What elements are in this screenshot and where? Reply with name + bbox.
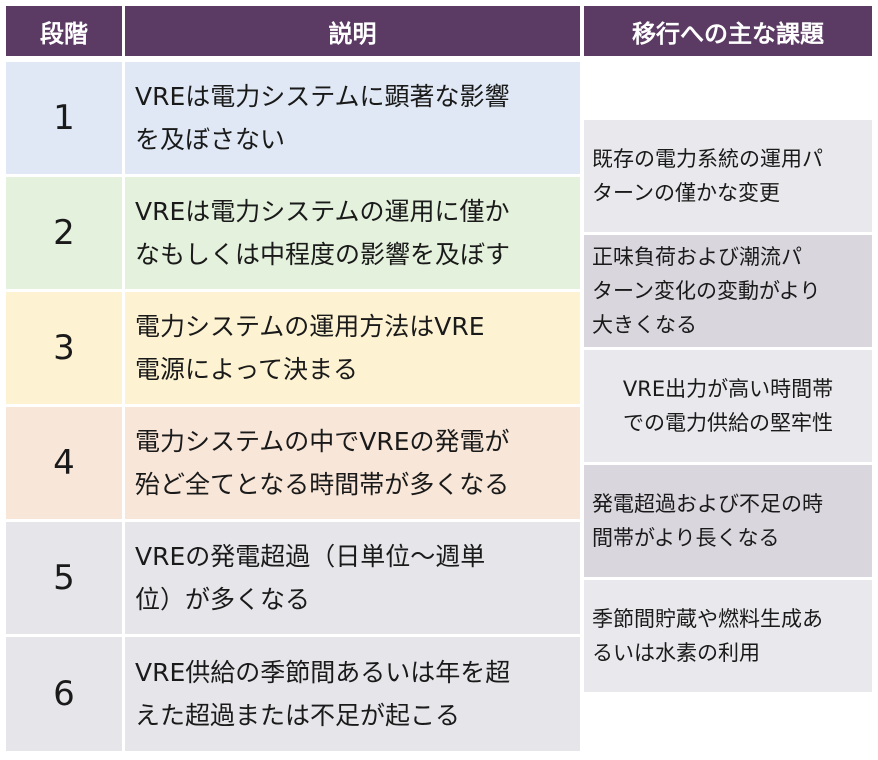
challenge-line: ターン変化の変動がより: [592, 279, 821, 303]
stage-number-6: 6: [6, 637, 122, 751]
header-description-label: 説明: [328, 19, 377, 48]
stage-number-1: 1: [6, 62, 122, 174]
header-stage: 段階: [6, 6, 122, 56]
description-line: VREの発電超過（日単位〜週単: [135, 542, 486, 571]
description-line: 電力システムの中でVREの発電が: [135, 427, 510, 456]
header-description: 説明: [125, 6, 580, 56]
header-challenges: 移行への主な課題: [584, 6, 872, 56]
description-line: VREは電力システムに顕著な影響: [135, 82, 510, 111]
challenge-line: ターンの僅かな変更: [592, 181, 780, 205]
stage-description-4: 電力システムの中でVREの発電が殆ど全てとなる時間帯が多くなる: [125, 407, 580, 519]
stage-description-1: VREは電力システムに顕著な影響を及ぼさない: [125, 62, 580, 174]
stage-number-2: 2: [6, 177, 122, 289]
challenge-line: 発電超過および不足の時: [592, 492, 823, 516]
challenge-line: での電力供給の堅牢性: [622, 411, 833, 435]
description-line: VREは電力システムの運用に僅か: [135, 197, 510, 226]
description-line: VRE供給の季節間あるいは年を超: [135, 658, 511, 687]
description-line: を及ぼさない: [135, 125, 286, 154]
challenge-1: 既存の電力系統の運用パターンの僅かな変更: [584, 120, 872, 232]
description-line: 位）が多くなる: [135, 585, 311, 614]
stage-description-6: VRE供給の季節間あるいは年を超えた超過または不足が起こる: [125, 637, 580, 751]
stage-number-4: 4: [6, 407, 122, 519]
challenge-2: 正味負荷および潮流パターン変化の変動がより大きくなる: [584, 235, 872, 347]
description-line: 電力システムの運用方法はVRE: [135, 312, 485, 341]
challenge-line: るいは水素の利用: [592, 641, 760, 665]
challenge-line: VRE出力が高い時間帯: [622, 377, 834, 401]
challenge-line: 正味負荷および潮流パ: [592, 245, 802, 269]
description-line: 殆ど全てとなる時間帯が多くなる: [135, 470, 510, 499]
description-line: 電源によって決まる: [135, 355, 359, 384]
description-line: えた超過または不足が起こる: [135, 701, 461, 730]
header-challenges-label: 移行への主な課題: [632, 19, 824, 48]
challenge-line: 大きくなる: [592, 313, 697, 337]
header-stage-label: 段階: [40, 19, 88, 48]
stage-description-3: 電力システムの運用方法はVRE 電源によって決まる: [125, 292, 580, 404]
stage-description-5: VREの発電超過（日単位〜週単位）が多くなる: [125, 522, 580, 634]
stage-number-5: 5: [6, 522, 122, 634]
description-line: なもしくは中程度の影響を及ぼす: [135, 240, 511, 269]
challenge-line: 間帯がより長くなる: [592, 526, 780, 550]
stage-description-2: VREは電力システムの運用に僅かなもしくは中程度の影響を及ぼす: [125, 177, 580, 289]
stage-number-3: 3: [6, 292, 122, 404]
challenge-line: 既存の電力系統の運用パ: [592, 147, 823, 171]
challenge-4: 発電超過および不足の時間帯がより長くなる: [584, 465, 872, 577]
challenge-5: 季節間貯蔵や燃料生成あるいは水素の利用: [584, 580, 872, 692]
challenge-line: 季節間貯蔵や燃料生成あ: [592, 607, 823, 631]
challenge-3: VRE出力が高い時間帯での電力供給の堅牢性: [584, 350, 872, 462]
